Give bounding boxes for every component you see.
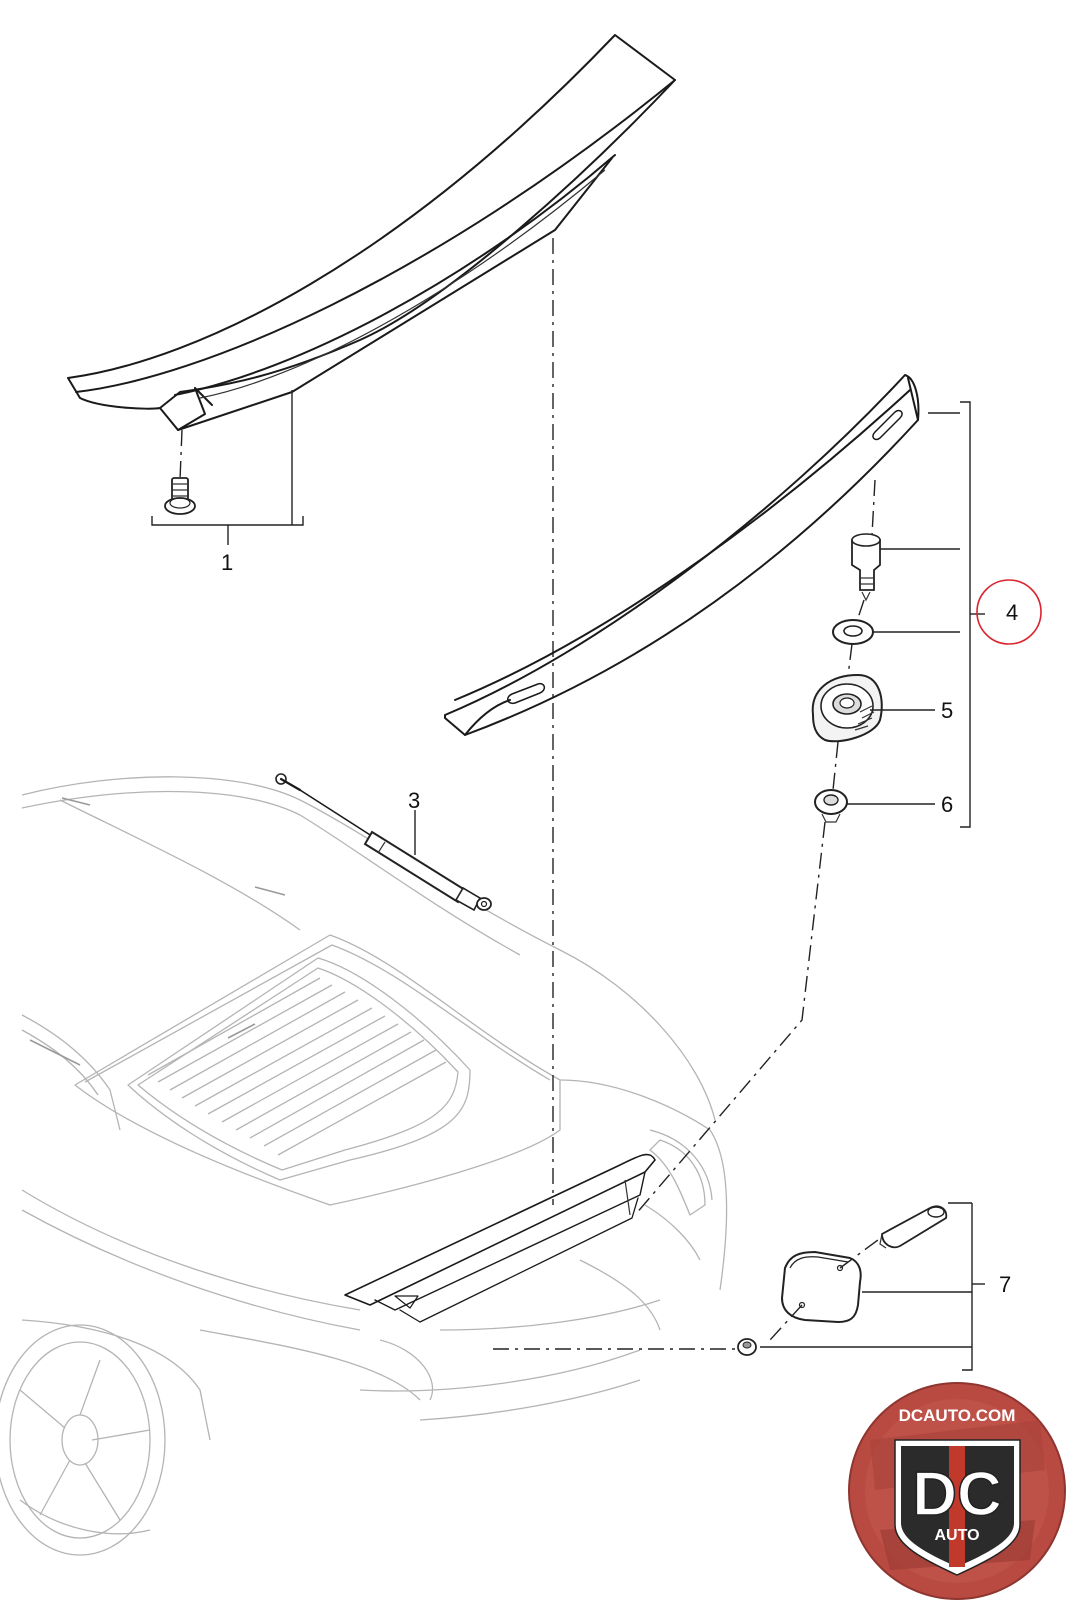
- callout-7-label: 7: [999, 1272, 1011, 1297]
- mounting-stud-icon: [851, 479, 881, 619]
- part-3-gas-strut: [275, 773, 492, 912]
- callout-1-bracket: [151, 390, 304, 545]
- watermark-monogram: DC: [912, 1460, 1002, 1529]
- part-6-grommet-icon: [814, 789, 848, 823]
- watermark-top-text: DCAUTO.COM: [899, 1406, 1016, 1425]
- part-7-cover-icon: [769, 1239, 879, 1341]
- washer-icon: [832, 619, 874, 677]
- install-path-line: [634, 821, 826, 1216]
- part-7-nut-icon: [737, 1338, 757, 1356]
- callout-4-bracket: [873, 401, 985, 828]
- part-5-seal-icon: [811, 673, 883, 791]
- spoiler-bolt-icon: [164, 429, 196, 515]
- callout-5-label: 5: [941, 698, 953, 723]
- dcauto-watermark-logo: DCAUTO.COM DC AUTO: [848, 1382, 1066, 1600]
- part-7-clip-icon: [879, 1205, 948, 1249]
- watermark-bottom-text: AUTO: [934, 1527, 979, 1544]
- part-4-spoiler-blade: [444, 374, 920, 736]
- car-body-outline: [0, 776, 728, 1556]
- installed-spoiler: [344, 1153, 656, 1323]
- part-1-rear-spoiler: [67, 34, 676, 431]
- callout-6-label: 6: [941, 792, 953, 817]
- callout-7-bracket: [760, 1202, 985, 1371]
- callout-1-label: 1: [221, 550, 233, 575]
- callout-4-highlight-ring: [976, 579, 1042, 645]
- callout-3-label: 3: [408, 788, 420, 813]
- callout-4-label: 4: [1006, 600, 1018, 625]
- rear-wheel: [0, 1324, 166, 1556]
